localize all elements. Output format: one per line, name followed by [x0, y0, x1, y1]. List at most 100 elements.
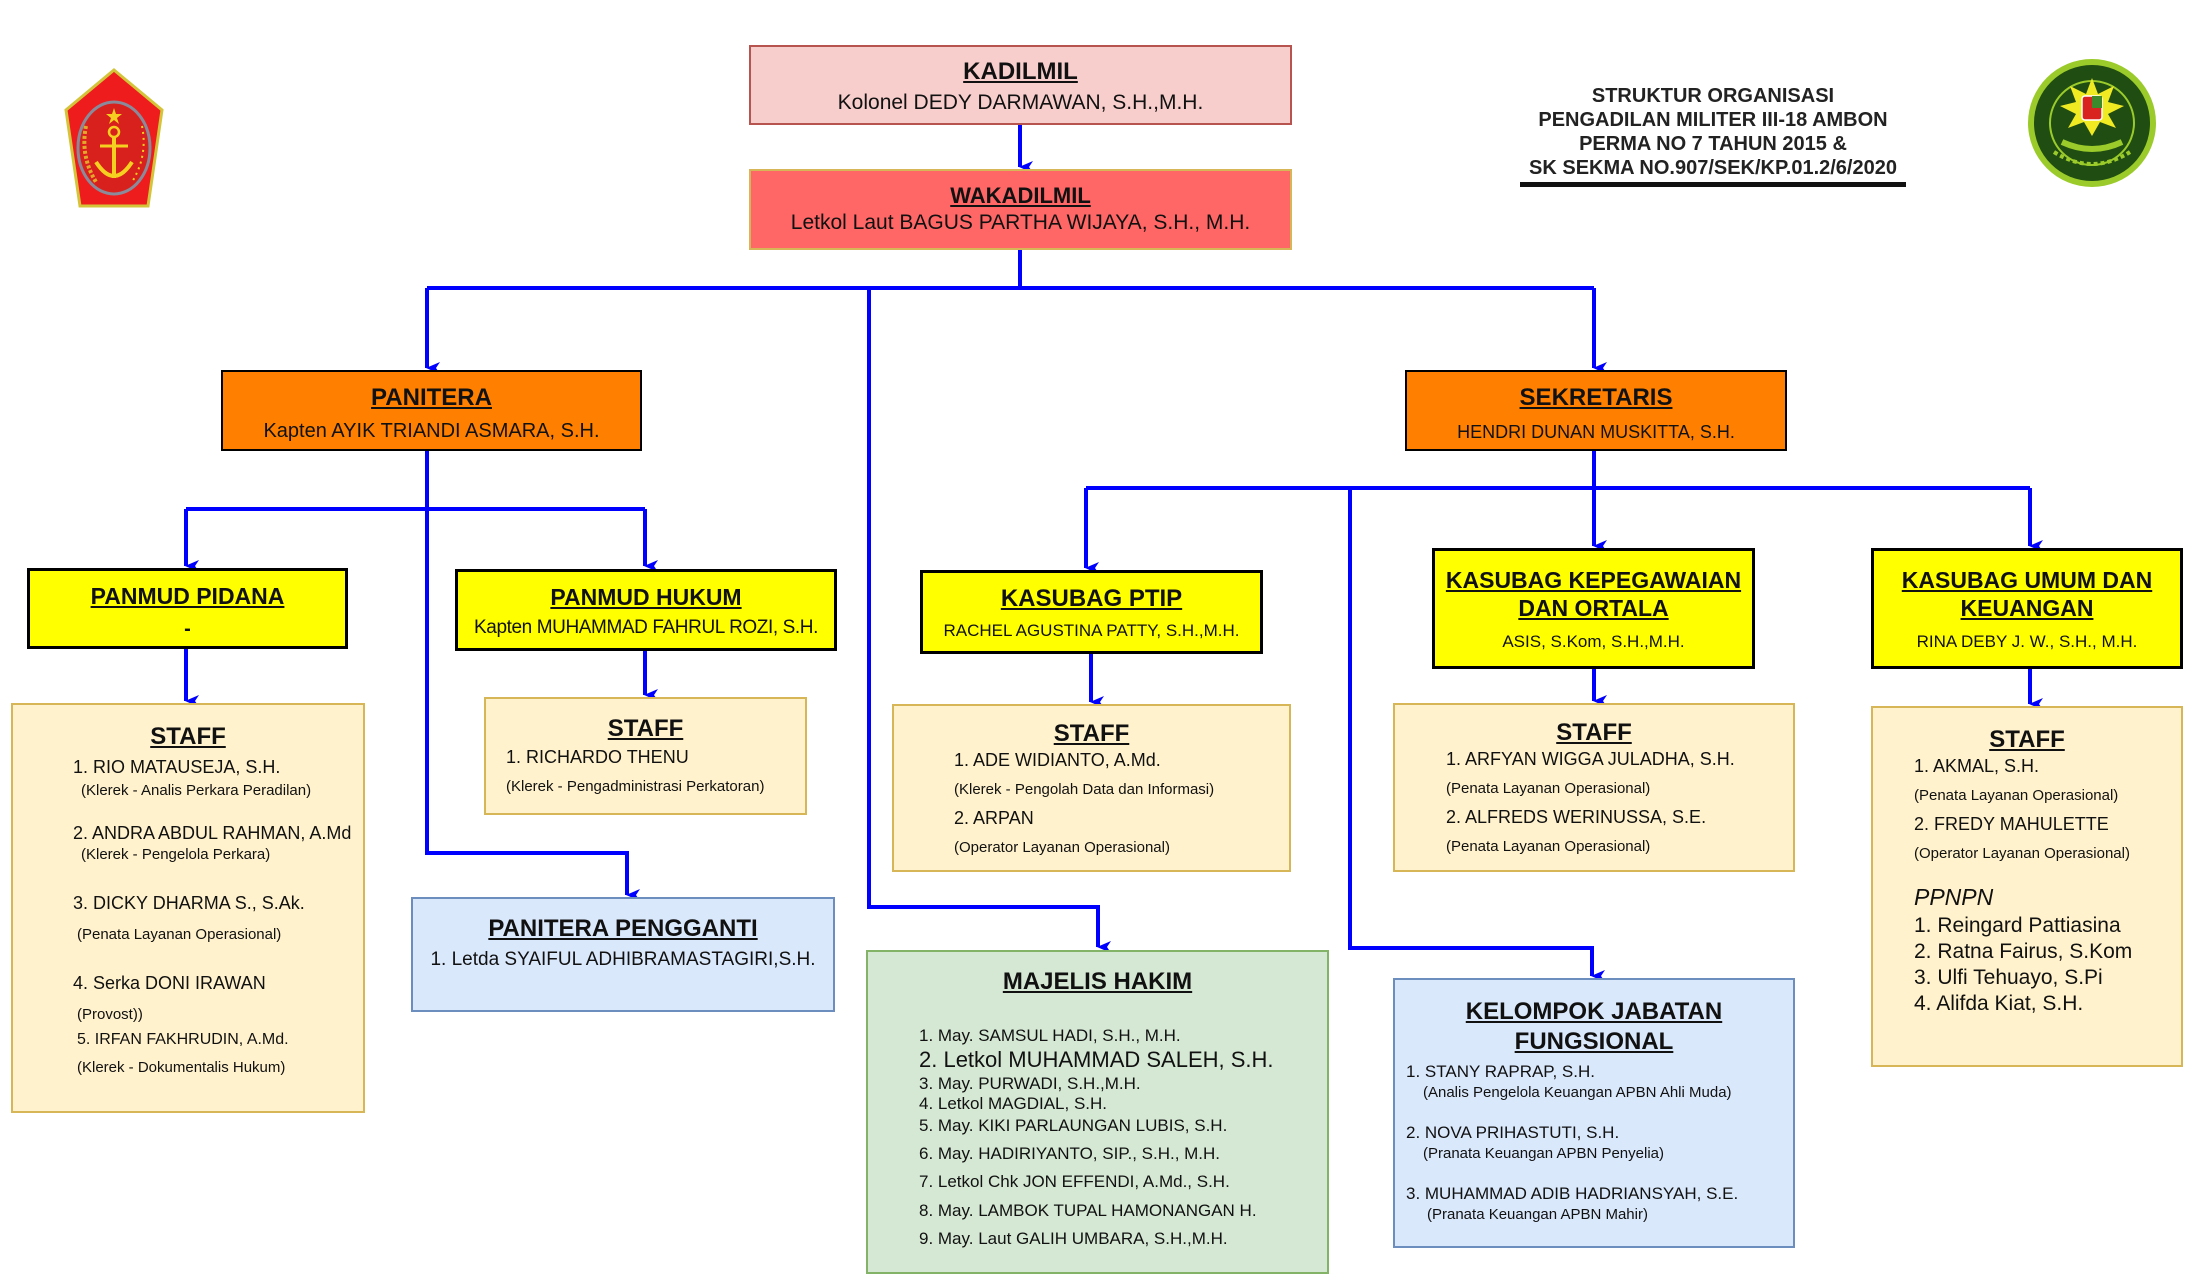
- member-name: 1. Letda SYAIFUL ADHIBRAMASTAGIRI,S.H.: [430, 949, 816, 970]
- node-title: KASUBAG PTIP: [1000, 585, 1183, 612]
- node-title-line-2: FUNGSIONAL: [1514, 1028, 1674, 1055]
- member-role: (Provost)): [77, 1006, 143, 1023]
- judge-item: 5. May. KIKI PARLAUNGAN LUBIS, S.H.: [919, 1116, 1228, 1135]
- member-name: 1. AKMAL, S.H.: [1914, 756, 2040, 776]
- node-kasubag-umum[interactable]: KASUBAG UMUM DAN KEUANGAN RINA DEBY J. W…: [1871, 548, 2183, 669]
- member-name: 1. RICHARDO THENU: [506, 747, 689, 767]
- judge-item: 2. Letkol MUHAMMAD SALEH, S.H.: [919, 1047, 1274, 1072]
- staff-panmud-hukum: STAFF 1. RICHARDO THENU (Klerek - Pengad…: [484, 697, 807, 815]
- connector-sekretaris-bus: [1086, 451, 2030, 490]
- judge-item: 8. May. LAMBOK TUPAL HAMONANGAN H.: [919, 1201, 1257, 1220]
- node-title: KADILMIL: [963, 58, 1078, 85]
- node-person: Kapten MUHAMMAD FAHRUL ROZI, S.H.: [474, 617, 818, 638]
- judge-item: 7. Letkol Chk JON EFFENDI, A.Md., S.H.: [919, 1172, 1230, 1191]
- staff-title: STAFF: [607, 715, 684, 742]
- judge-list: 1. May. SAMSUL HADI, S.H., M.H. 2. Letko…: [919, 1026, 1327, 1249]
- node-title: PANMUD HUKUM: [550, 584, 742, 610]
- document-title: STRUKTUR ORGANISASI PENGADILAN MILITER I…: [1510, 84, 1916, 180]
- node-title: SEKRETARIS: [1519, 384, 1673, 411]
- ppnpn-member: 4. Alifda Kiat, S.H.: [1914, 992, 2084, 1015]
- node-kelompok-fungsional[interactable]: KELOMPOK JABATAN FUNGSIONAL 1. STANY RAP…: [1393, 978, 1795, 1248]
- member-role: (Penata Layanan Operasional): [77, 926, 282, 943]
- judge-item: 1. May. SAMSUL HADI, S.H., M.H.: [919, 1026, 1181, 1045]
- node-sekretaris[interactable]: SEKRETARIS HENDRI DUNAN MUSKITTA, S.H.: [1405, 370, 1787, 451]
- node-panmud-hukum[interactable]: PANMUD HUKUM Kapten MUHAMMAD FAHRUL ROZI…: [455, 569, 837, 651]
- staff-panmud-pidana: STAFF 1. RIO MATAUSEJA, S.H. (Klerek - A…: [11, 703, 365, 1113]
- node-title: MAJELIS HAKIM: [1002, 968, 1193, 995]
- ppnpn-member: 3. Ulfi Tehuayo, S.Pi: [1914, 966, 2103, 989]
- member-name: 1. ARFYAN WIGGA JULADHA, S.H.: [1446, 749, 1735, 769]
- member-name: 2. NOVA PRIHASTUTI, S.H.: [1406, 1123, 1620, 1142]
- member-name: 2. ARPAN: [954, 808, 1034, 828]
- judge-item: 9. May. Laut GALIH UMBARA, S.H.,M.H.: [919, 1229, 1228, 1248]
- staff-title: STAFF: [150, 723, 226, 750]
- node-panitera-pengganti[interactable]: PANITERA PENGGANTI 1. Letda SYAIFUL ADHI…: [411, 897, 835, 1012]
- member-name: 1. ADE WIDIANTO, A.Md.: [954, 750, 1161, 770]
- staff-kasubag-umum: STAFF 1. AKMAL, S.H. (Penata Layanan Ope…: [1871, 706, 2183, 1067]
- ppnpn-title: PPNPN: [1914, 884, 1994, 910]
- node-title-line-1: KASUBAG UMUM DAN: [1901, 567, 2153, 593]
- node-person: RINA DEBY J. W., S.H., M.H.: [1916, 632, 2138, 651]
- member-role: (Pranata Keuangan APBN Mahir): [1427, 1206, 1648, 1223]
- node-kasubag-ptip[interactable]: KASUBAG PTIP RACHEL AGUSTINA PATTY, S.H.…: [920, 570, 1263, 654]
- title-line-1: STRUKTUR ORGANISASI: [1591, 85, 1835, 107]
- node-panitera[interactable]: PANITERA Kapten AYIK TRIANDI ASMARA, S.H…: [221, 370, 642, 451]
- node-title-line-2: KEUANGAN: [1960, 595, 2094, 621]
- node-panmud-pidana[interactable]: PANMUD PIDANA -: [27, 568, 348, 649]
- member-role: (Klerek - Dokumentalis Hukum): [77, 1059, 286, 1076]
- node-kasubag-kepegawaian[interactable]: KASUBAG KEPEGAWAIAN DAN ORTALA ASIS, S.K…: [1432, 548, 1755, 669]
- node-title-line-2: DAN ORTALA: [1518, 595, 1669, 621]
- node-person: HENDRI DUNAN MUSKITTA, S.H.: [1457, 422, 1735, 442]
- node-title: PANITERA: [371, 384, 492, 411]
- node-person: ASIS, S.Kom, S.H.,M.H.: [1502, 632, 1685, 651]
- member-role: (Klerek - Pengelola Perkara): [81, 846, 271, 863]
- staff-kasubag-kepegawaian: STAFF 1. ARFYAN WIGGA JULADHA, S.H. (Pen…: [1393, 703, 1795, 872]
- node-person: Kapten AYIK TRIANDI ASMARA, S.H.: [263, 420, 600, 442]
- member-role: (Operator Layanan Operasional): [954, 839, 1170, 856]
- member-name: 1. STANY RAPRAP, S.H.: [1406, 1062, 1595, 1081]
- member-role: (Klerek - Pengadministrasi Perkatoran): [506, 778, 765, 795]
- node-title-line-1: KELOMPOK JABATAN: [1465, 998, 1723, 1025]
- member-role: (Klerek - Analis Perkara Peradilan): [81, 782, 312, 799]
- node-majelis-hakim[interactable]: MAJELIS HAKIM 1. May. SAMSUL HADI, S.H.,…: [866, 950, 1329, 1274]
- staff-member: 2. ANDRA ABDUL RAHMAN, A.Md (Klerek - Pe…: [73, 823, 363, 863]
- member-role: (Klerek - Pengolah Data dan Informasi): [954, 781, 1215, 798]
- title-underline: [1520, 182, 1906, 187]
- member-role: (Operator Layanan Operasional): [1914, 845, 2130, 862]
- staff-title: STAFF: [1989, 726, 2065, 753]
- node-kadilmil[interactable]: KADILMIL Kolonel DEDY DARMAWAN, S.H.,M.H…: [749, 45, 1292, 125]
- node-person: Kolonel DEDY DARMAWAN, S.H.,M.H.: [837, 91, 1204, 114]
- member-name: 3. DICKY DHARMA S., S.Ak.: [73, 893, 305, 913]
- node-person: RACHEL AGUSTINA PATTY, S.H.,M.H.: [943, 621, 1240, 640]
- node-person: Letkol Laut BAGUS PARTHA WIJAYA, S.H., M…: [790, 211, 1251, 234]
- judge-item: 4. Letkol MAGDIAL, S.H.: [919, 1094, 1108, 1113]
- pengadilan-militer-emblem-icon: [2028, 59, 2156, 187]
- ppnpn-member: 2. Ratna Fairus, S.Kom: [1914, 940, 2133, 963]
- staff-member: 3. DICKY DHARMA S., S.Ak. (Penata Layana…: [73, 893, 363, 943]
- title-line-4: SK SEKMA NO.907/SEK/KP.01.2/6/2020: [1529, 157, 1897, 179]
- member-role: (Penata Layanan Operasional): [1914, 787, 2119, 804]
- member-role: (Pranata Keuangan APBN Penyelia): [1423, 1145, 1664, 1162]
- node-title-line-1: KASUBAG KEPEGAWAIAN: [1445, 567, 1742, 593]
- connector-to-kelompok-fungsional: [1348, 488, 1605, 982]
- functional-list: 1. STANY RAPRAP, S.H. (Analis Pengelola …: [1395, 1062, 1793, 1223]
- node-title: PANMUD PIDANA: [90, 583, 285, 609]
- node-title: PANITERA PENGGANTI: [488, 915, 758, 942]
- connector-to-majelis-hakim: [867, 288, 1111, 953]
- staff-kasubag-ptip: STAFF 1. ADE WIDIANTO, A.Md. (Klerek - P…: [892, 704, 1291, 872]
- member-role: (Analis Pengelola Keuangan APBN Ahli Mud…: [1423, 1084, 1732, 1101]
- member-name: 3. MUHAMMAD ADIB HADRIANSYAH, S.E.: [1406, 1184, 1739, 1203]
- node-person: -: [184, 618, 191, 640]
- member-name: 2. FREDY MAHULETTE: [1914, 814, 2109, 834]
- member-role: (Penata Layanan Operasional): [1446, 838, 1651, 855]
- title-line-2: PENGADILAN MILITER III-18 AMBON: [1538, 109, 1888, 131]
- member-name: 1. RIO MATAUSEJA, S.H.: [73, 757, 281, 777]
- node-wakadilmil[interactable]: WAKADILMIL Letkol Laut BAGUS PARTHA WIJA…: [749, 169, 1292, 250]
- staff-title: STAFF: [1556, 719, 1632, 746]
- member-name: 5. IRFAN FAKHRUDIN, A.Md.: [77, 1031, 289, 1048]
- member-name: 4. Serka DONI IRAWAN: [73, 973, 266, 993]
- staff-member: 5. IRFAN FAKHRUDIN, A.Md. (Klerek - Doku…: [73, 1031, 363, 1076]
- member-name: 2. ALFREDS WERINUSSA, S.E.: [1446, 807, 1707, 827]
- staff-member: 1. RIO MATAUSEJA, S.H. (Klerek - Analis …: [73, 757, 363, 799]
